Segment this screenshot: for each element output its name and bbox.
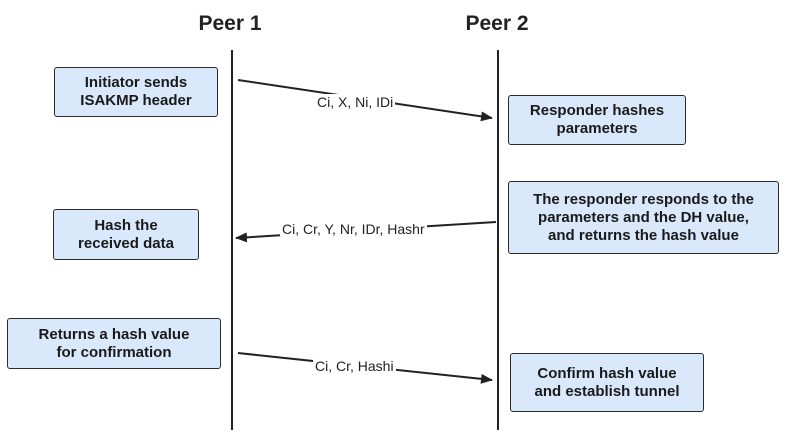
step-box-line: parameters and the DH value, [538, 208, 749, 226]
step-box-responder-responds: The responder responds to the parameters… [508, 181, 779, 254]
step-box-line: The responder responds to the [533, 190, 754, 208]
step-box-line: Confirm hash value [537, 364, 677, 382]
step-box-line: Hash the [94, 216, 158, 234]
step-box-line: parameters [556, 120, 638, 137]
step-box-responder-hashes: Responder hashes parameters [508, 95, 686, 145]
step-box-line: Responder hashes [529, 102, 665, 119]
message-label-1: Ci, X, Ni, IDi [315, 94, 396, 111]
step-box-confirm-hash: Confirm hash value and establish tunnel [510, 353, 704, 412]
step-box-line: Returns a hash value [38, 325, 190, 343]
step-box-line: for confirmation [56, 343, 172, 361]
step-box-line: Initiator sends [84, 74, 188, 91]
peer2-title: Peer 2 [465, 12, 529, 35]
step-box-line: and returns the hash value [548, 226, 739, 244]
peer1-lifeline [231, 50, 233, 430]
peer2-lifeline [497, 50, 499, 430]
step-box-hash-received: Hash the received data [53, 209, 199, 260]
message-label-2: Ci, Cr, Y, Nr, IDr, Hashr [280, 221, 427, 238]
peer1-title: Peer 1 [198, 12, 262, 35]
step-box-line: ISAKMP header [80, 92, 192, 109]
step-box-line: received data [78, 234, 174, 252]
step-box-returns-hash: Returns a hash value for confirmation [7, 318, 221, 369]
message-label-3: Ci, Cr, Hashi [313, 358, 396, 375]
step-box-line: and establish tunnel [534, 382, 680, 400]
step-box-initiator-sends: Initiator sends ISAKMP header [54, 67, 218, 117]
